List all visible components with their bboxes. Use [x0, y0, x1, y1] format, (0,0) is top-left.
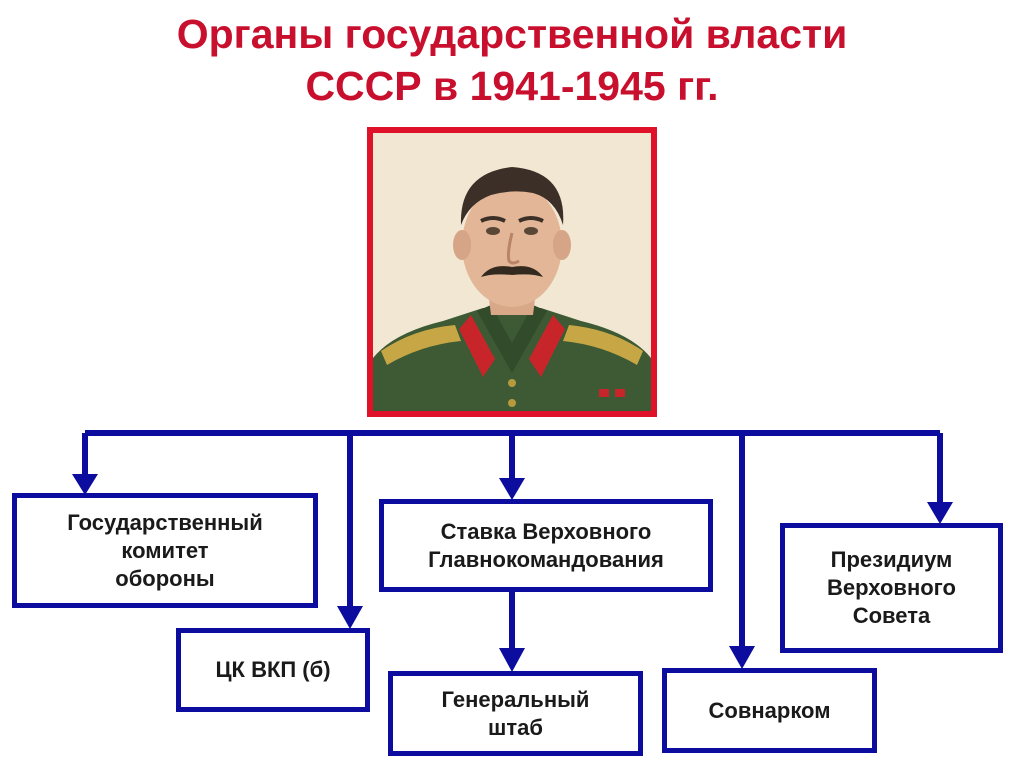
arrow-presidium [927, 502, 953, 524]
box-sovnarkom: Совнарком [662, 668, 877, 753]
portrait-frame [367, 127, 657, 417]
box-gko-label: Государственный комитет обороны [67, 509, 263, 591]
box-ck-label: ЦК ВКП (б) [215, 657, 331, 682]
box-ck: ЦК ВКП (б) [176, 628, 370, 712]
slide-title: Органы государственной власти СССР в 194… [0, 8, 1024, 112]
arrow-ck [337, 606, 363, 629]
box-presidium: Президиум Верховного Совета [780, 523, 1003, 653]
arrow-genshtab [499, 648, 525, 672]
box-presidium-label: Президиум Верховного Совета [827, 547, 956, 628]
box-genshtab: Генеральный штаб [388, 671, 643, 756]
portrait-image [373, 133, 651, 411]
box-stavka-label: Ставка Верховного Главнокомандования [428, 518, 664, 572]
box-stavka: Ставка Верховного Главнокомандования [379, 499, 713, 592]
arrow-gko [72, 474, 98, 495]
box-genshtab-label: Генеральный штаб [441, 686, 590, 740]
title-line-2: СССР в 1941-1945 гг. [305, 63, 719, 109]
title-line-1: Органы государственной власти [176, 11, 848, 57]
box-gko: Государственный комитет обороны [12, 493, 318, 608]
arrow-stavka [499, 478, 525, 500]
box-sovnarkom-label: Совнарком [708, 697, 831, 723]
arrow-sovnarkom [729, 646, 755, 669]
